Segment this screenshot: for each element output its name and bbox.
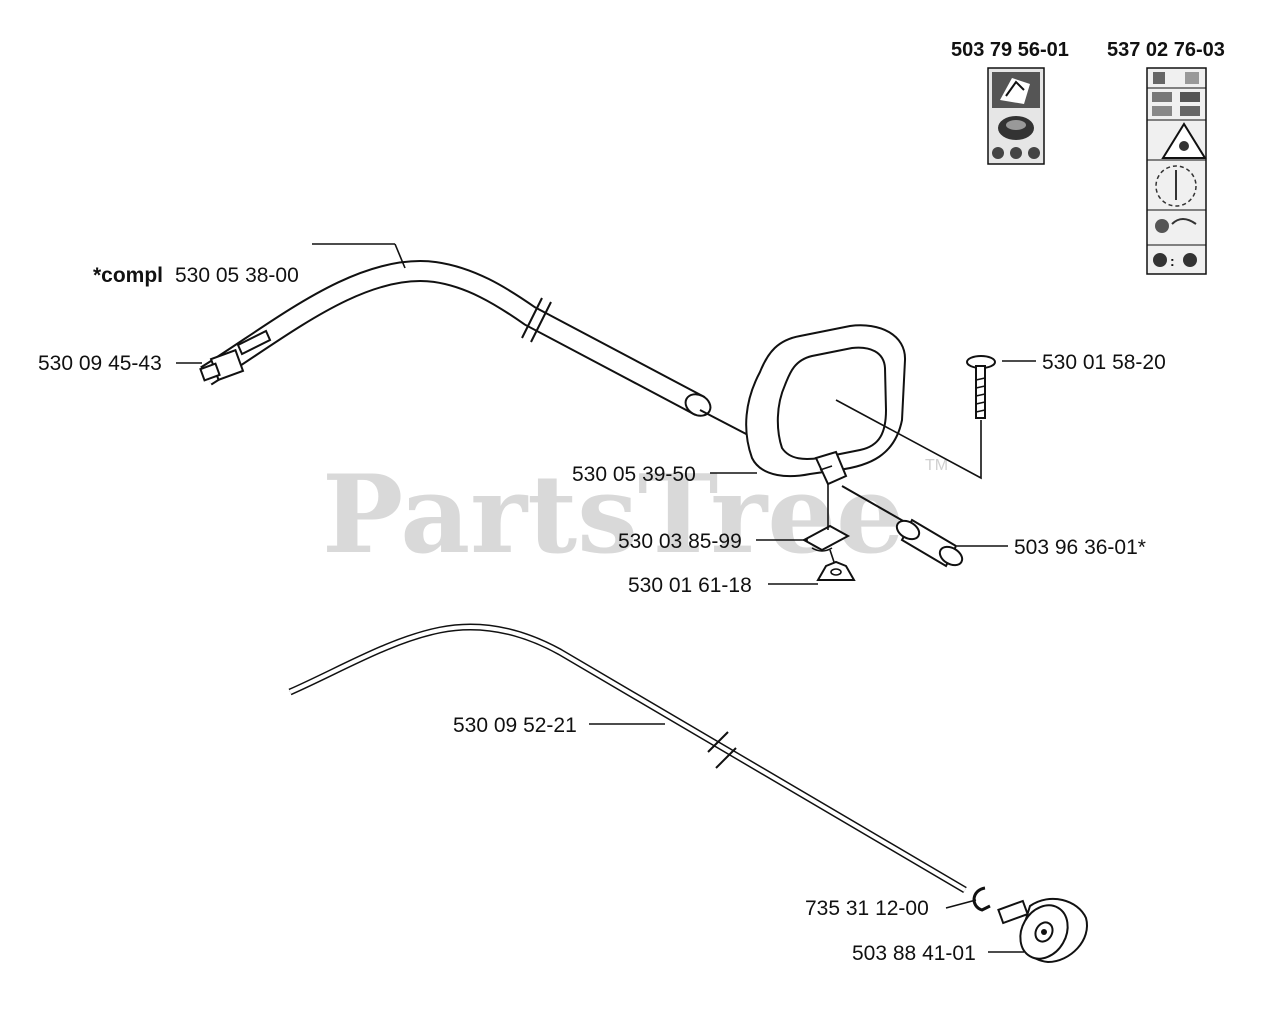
sleeve-503-96-36-01[interactable] (894, 517, 966, 569)
tube-lower-section (699, 409, 913, 527)
plug-530-09-45-43[interactable] (199, 348, 245, 382)
handle-530-05-39-50[interactable] (745, 324, 907, 486)
decal-503-79-56-01[interactable] (987, 67, 1045, 165)
leader-lines (176, 243, 1036, 953)
clamp-530-03-85-99[interactable] (801, 524, 851, 552)
wing-nut-530-01-61-18[interactable] (816, 560, 856, 581)
callout-drive-shaft[interactable]: 530 09 52-21 (453, 714, 577, 737)
callout-plug[interactable]: 530 09 45-43 (38, 352, 162, 375)
callout-clutch-drum[interactable]: 503 88 41-01 (852, 942, 976, 965)
retaining-ring-735-31-12-00[interactable] (972, 886, 991, 912)
callout-retaining-ring[interactable]: 735 31 12-00 (805, 897, 929, 920)
assembly-line-screw (835, 399, 982, 480)
decal-537-02-76-03[interactable]: : (1146, 67, 1207, 275)
callout-compl-prefix: *compl (93, 264, 163, 287)
decal-2-part-number[interactable]: 537 02 76-03 (1107, 39, 1225, 61)
drive-shaft-530-09-52-21[interactable] (288, 623, 967, 894)
assembly-line-nut (829, 549, 835, 563)
shaft-tube-assembly[interactable] (200, 260, 714, 420)
watermark-trademark: TM (925, 457, 948, 474)
callout-screw[interactable]: 530 01 58-20 (1042, 351, 1166, 374)
callout-wing-nut[interactable]: 530 01 61-18 (628, 574, 752, 597)
callout-shaft-tube[interactable]: 530 05 38-00 (175, 264, 299, 287)
screw-530-01-58-20[interactable] (966, 355, 996, 419)
callout-handle[interactable]: 530 05 39-50 (572, 463, 696, 486)
clutch-drum-503-88-41-01[interactable] (997, 897, 1088, 967)
callout-sleeve[interactable]: 503 96 36-01* (1014, 536, 1146, 559)
svg-text::: : (1170, 253, 1175, 269)
decal-1-part-number[interactable]: 503 79 56-01 (951, 39, 1069, 61)
callout-clamp[interactable]: 530 03 85-99 (618, 530, 742, 553)
